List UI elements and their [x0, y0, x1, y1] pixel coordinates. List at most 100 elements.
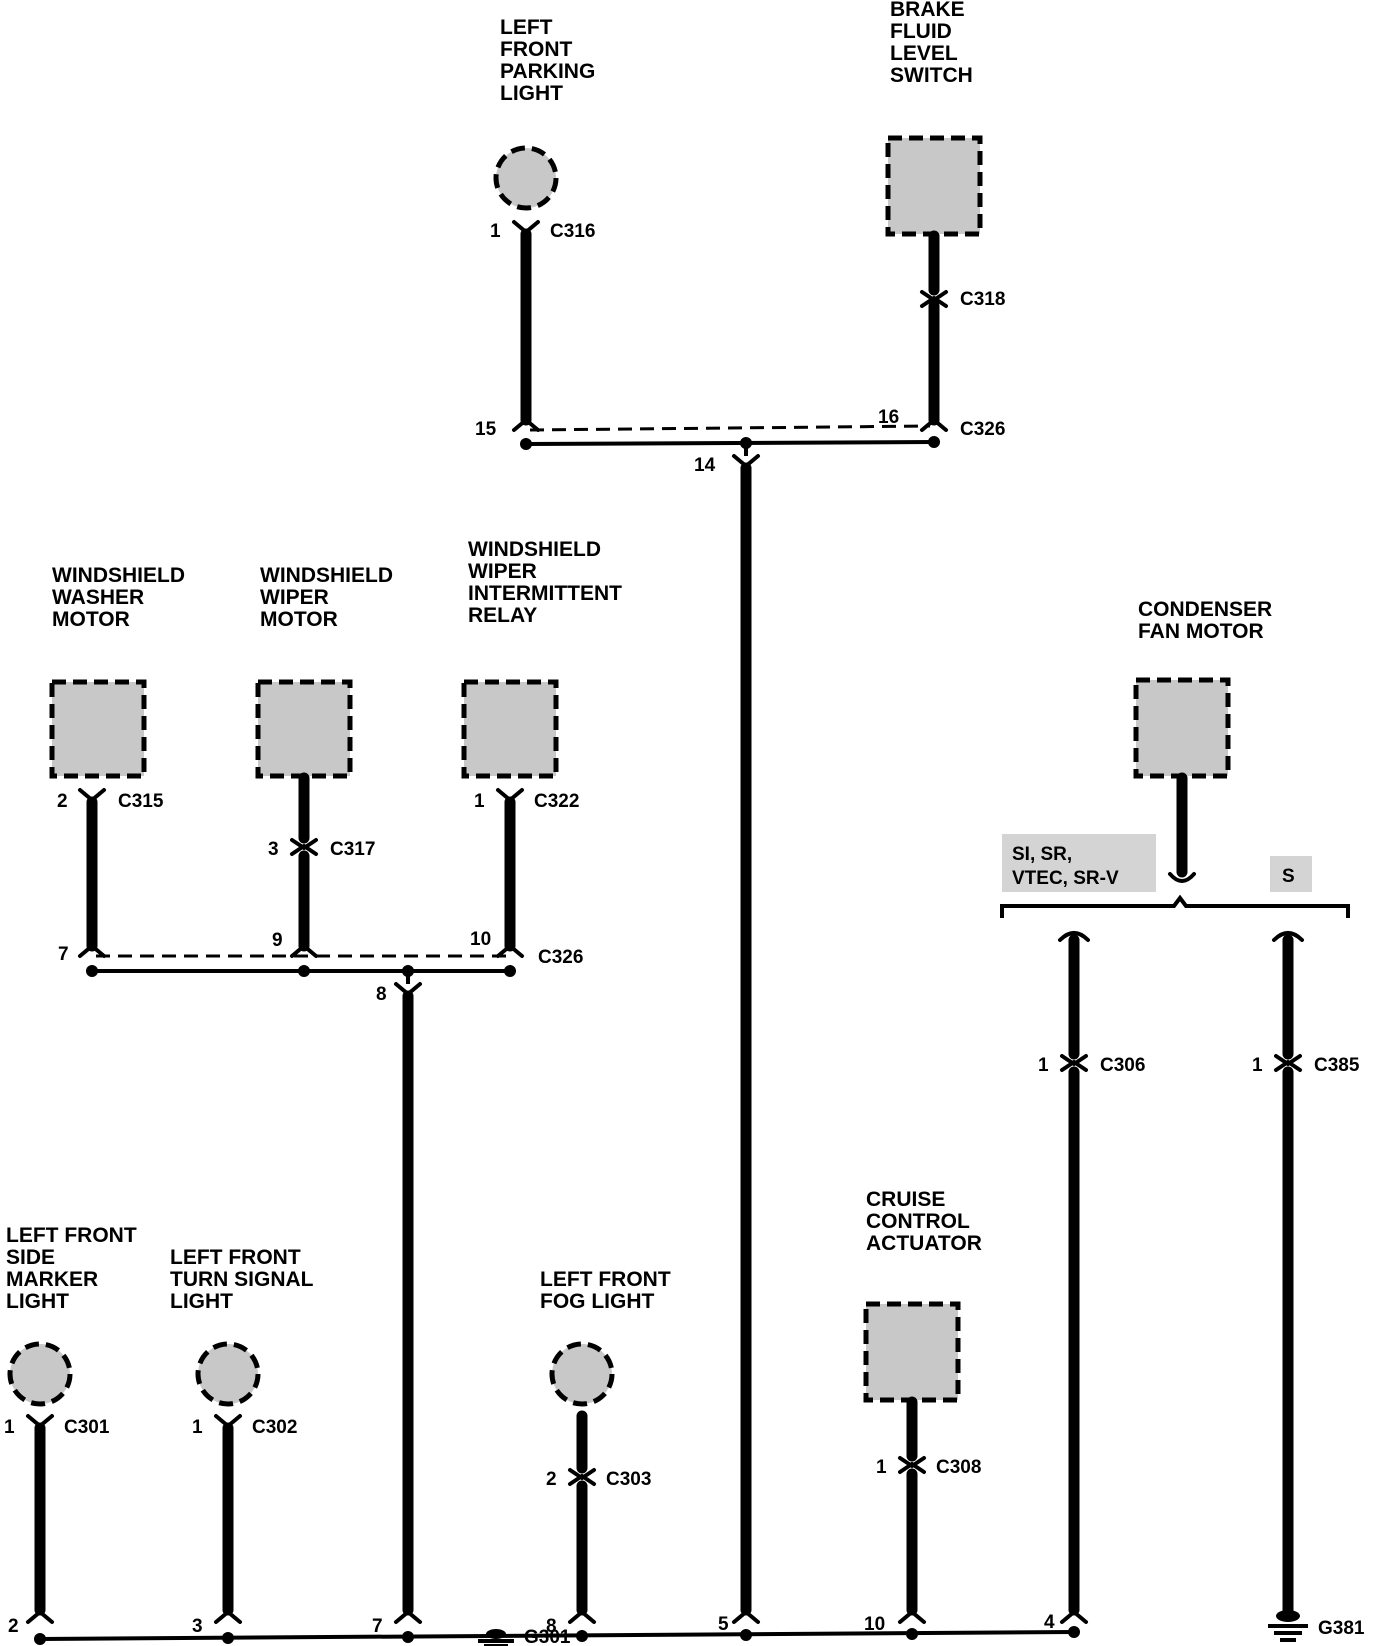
pin-g301-7: 7: [372, 1616, 383, 1637]
splice-dot: [402, 1631, 414, 1643]
condenser-fan-label-2: FAN MOTOR: [1138, 620, 1264, 643]
pin-c306: 1: [1038, 1055, 1049, 1076]
lf-turn-signal-light: LEFT FRONT TURN SIGNAL LIGHT: [170, 1246, 314, 1407]
connector-c301-label: C301: [64, 1417, 110, 1438]
cruise-label-2: CONTROL: [866, 1210, 970, 1233]
brake-switch-label-4: SWITCH: [890, 64, 973, 87]
side-marker-label-2: SIDE: [6, 1246, 55, 1269]
splice-dot: [576, 1630, 588, 1642]
variant-option-a-line-2: VTEC, SR-V: [1012, 868, 1119, 889]
fog-light-label-2: FOG LIGHT: [540, 1290, 654, 1313]
brake-switch-label-2: FLUID: [890, 20, 952, 43]
ground-g381-label: G381: [1318, 1618, 1365, 1639]
turn-signal-label-1: LEFT FRONT: [170, 1246, 301, 1269]
variant-option-a-line-1: SI, SR,: [1012, 844, 1072, 865]
condenser-fan-motor: CONDENSER FAN MOTOR: [1133, 598, 1272, 779]
ground-g381-icon: [1268, 1610, 1308, 1642]
variant-bracket: [1000, 894, 1350, 918]
variant-a-branch-icon: [1058, 931, 1090, 942]
connector-c326-7-icon: [78, 943, 106, 958]
relay-label-4: RELAY: [468, 604, 537, 627]
pin-c303: 2: [546, 1469, 557, 1490]
pin-g301-2: 2: [8, 1616, 19, 1637]
lf-fog-light: LEFT FRONT FOG LIGHT: [540, 1268, 671, 1407]
brake-switch-label-3: LEVEL: [890, 42, 958, 65]
g301-pin-10-icon: [898, 1609, 926, 1624]
lf-parking-light-label-2: FRONT: [500, 38, 572, 61]
connector-c306-icon: [1060, 1054, 1088, 1072]
connector-c308-label: C308: [936, 1457, 981, 1478]
brake-switch-box-icon: [885, 135, 983, 237]
g301-pin-2-icon: [26, 1609, 54, 1624]
pin-c301: 1: [4, 1417, 15, 1438]
connector-c326-9-icon: [290, 943, 318, 958]
relay-label-1: WINDSHIELD: [468, 538, 601, 561]
pin-c326-9: 9: [272, 930, 283, 951]
splice-dot: [298, 965, 310, 977]
cruise-actuator-box-icon: [863, 1301, 961, 1403]
splice-top: [525, 440, 935, 446]
pin-c302: 1: [192, 1417, 203, 1438]
variant-b-branch-icon: [1272, 931, 1304, 942]
splice-dot: [740, 1629, 752, 1641]
connector-c315-label: C315: [118, 791, 164, 812]
pin-c308: 1: [876, 1457, 887, 1478]
pin-c315: 2: [57, 791, 68, 812]
connector-c326-top-label: C326: [960, 419, 1005, 440]
splice-dot: [34, 1633, 46, 1645]
wiper-motor-label-2: WIPER: [260, 586, 329, 609]
connector-c318-icon: [920, 290, 948, 308]
ground-g301-icon: [478, 1629, 514, 1646]
fog-light-bulb-icon: [549, 1341, 615, 1407]
pin-g301-8: 8: [546, 1616, 557, 1637]
brake-switch-label-1: BRAKE: [890, 0, 965, 21]
pin-c326-14: 14: [694, 455, 716, 476]
pin-g301-10: 10: [864, 1614, 885, 1635]
lf-parking-light-label-4: LIGHT: [500, 82, 563, 105]
fog-light-label-1: LEFT FRONT: [540, 1268, 671, 1291]
washer-motor-box-icon: [49, 679, 147, 779]
side-marker-bulb-icon: [7, 1341, 73, 1407]
relay-label-3: INTERMITTENT: [468, 582, 622, 605]
pin-c326-16: 16: [878, 407, 899, 428]
pin-g301-3: 3: [192, 1616, 203, 1637]
pin-c385: 1: [1252, 1055, 1263, 1076]
connector-c326-mid-label: C326: [538, 947, 583, 968]
washer-motor-label-1: WINDSHIELD: [52, 564, 185, 587]
pin-c326-10: 10: [470, 929, 491, 950]
ground-g301-label: G301: [524, 1627, 571, 1646]
lf-side-marker-light: LEFT FRONT SIDE MARKER LIGHT: [6, 1224, 137, 1407]
turn-signal-label-2: TURN SIGNAL: [170, 1268, 314, 1291]
variant-option-b: S: [1282, 866, 1295, 887]
variant-branch-icon: [1168, 872, 1196, 883]
g301-pin-7-icon: [394, 1609, 422, 1624]
side-marker-label-4: LIGHT: [6, 1290, 69, 1313]
connector-c302-label: C302: [252, 1417, 297, 1438]
connector-c303-icon: [568, 1468, 596, 1486]
connector-c316-label: C316: [550, 221, 595, 242]
washer-motor-label-3: MOTOR: [52, 608, 130, 631]
brake-fluid-level-switch: BRAKE FLUID LEVEL SWITCH: [885, 0, 983, 237]
pin-c316: 1: [490, 221, 501, 242]
connector-c322-label: C322: [534, 791, 579, 812]
splice-g301: [39, 1630, 1075, 1641]
cruise-control-actuator: CRUISE CONTROL ACTUATOR: [863, 1188, 982, 1403]
connector-c303-label: C303: [606, 1469, 651, 1490]
splice-dot: [520, 438, 532, 450]
g301-pin-4-icon: [1060, 1609, 1088, 1624]
wiper-motor-label-3: MOTOR: [260, 608, 338, 631]
turn-signal-label-3: LIGHT: [170, 1290, 233, 1313]
cruise-label-1: CRUISE: [866, 1188, 945, 1211]
pin-c326-15: 15: [475, 419, 497, 440]
connector-c326-15-icon: [512, 417, 540, 432]
g301-pin-3-icon: [214, 1609, 242, 1624]
pin-g301-4: 4: [1044, 1612, 1055, 1633]
cruise-label-3: ACTUATOR: [866, 1232, 982, 1255]
condenser-fan-box-icon: [1133, 677, 1231, 779]
lf-parking-light-label-1: LEFT: [500, 16, 553, 39]
washer-motor-label-2: WASHER: [52, 586, 144, 609]
pin-c326-8: 8: [376, 984, 387, 1005]
connector-c308-icon: [898, 1456, 926, 1474]
g301-pin-8-icon: [568, 1609, 596, 1624]
windshield-washer-motor: WINDSHIELD WASHER MOTOR: [49, 564, 185, 779]
